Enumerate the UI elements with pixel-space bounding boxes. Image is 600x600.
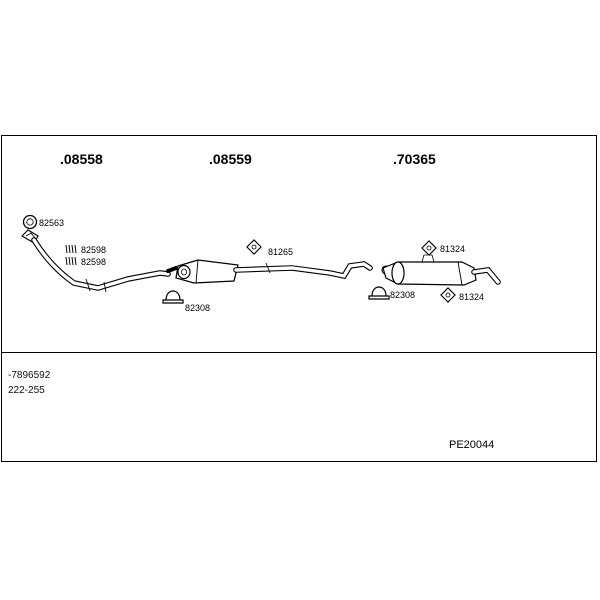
label-spring-b: 82598 xyxy=(81,257,107,267)
label-clamp-2: 82308 xyxy=(390,290,416,300)
footer-divider xyxy=(1,352,597,353)
clamp-icon-2 xyxy=(368,286,390,300)
spring-icon-a xyxy=(65,244,77,254)
part-number-middle-silencer: .08559 xyxy=(209,151,252,167)
front-pipe-icon xyxy=(21,229,171,293)
spring-icon-b xyxy=(65,256,77,266)
label-gasket: 82563 xyxy=(39,218,65,228)
label-spring-a: 82598 xyxy=(81,245,107,255)
reference-number-2: 222-255 xyxy=(8,385,45,396)
middle-silencer-icon xyxy=(166,259,373,284)
system-code: PE20044 xyxy=(449,439,495,451)
rear-silencer-icon xyxy=(381,254,501,286)
label-rubber-mount-1: 81265 xyxy=(268,247,294,257)
part-number-rear-silencer: .70365 xyxy=(393,151,436,167)
part-number-front-pipe: .08558 xyxy=(60,151,103,167)
rubber-mount-icon-1 xyxy=(246,239,262,255)
label-rubber-mount-2: 81324 xyxy=(440,244,466,254)
rubber-mount-icon-3 xyxy=(440,287,456,303)
rubber-mount-icon-2 xyxy=(421,240,437,256)
label-clamp-1: 82308 xyxy=(185,303,211,313)
reference-number-1: -7896592 xyxy=(8,370,51,381)
diagram-frame xyxy=(1,135,597,462)
gasket-icon xyxy=(22,214,38,230)
clamp-icon-1 xyxy=(162,290,184,304)
label-rubber-mount-3: 81324 xyxy=(459,292,485,302)
